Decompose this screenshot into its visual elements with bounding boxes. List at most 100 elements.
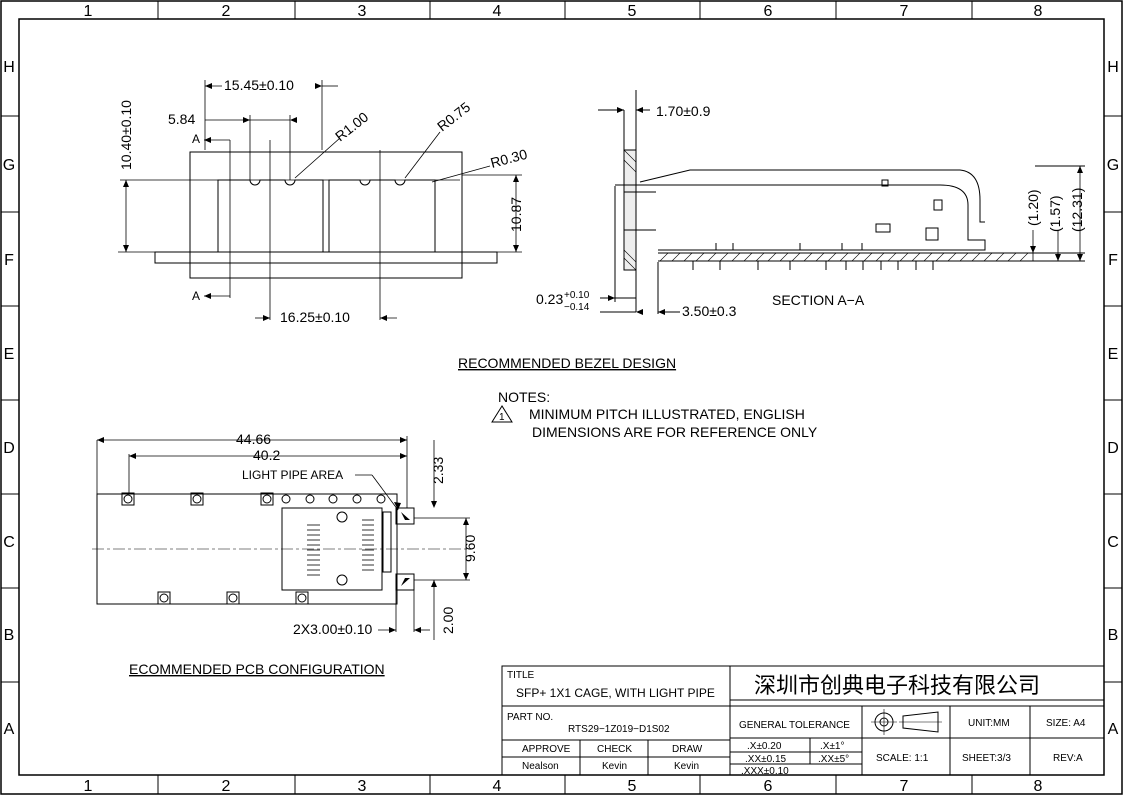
zone-row-h-right: H bbox=[1107, 59, 1119, 76]
section-mark-a-top: A bbox=[192, 132, 200, 146]
dim-16-25: 16.25±0.10 bbox=[280, 309, 350, 325]
projection-cone-icon bbox=[902, 711, 939, 733]
notes: NOTES: 1 MINIMUM PITCH ILLUSTRATED, ENGL… bbox=[491, 389, 818, 440]
zone-col-8-bottom: 8 bbox=[1034, 778, 1043, 795]
zone-col-4-bottom: 4 bbox=[493, 778, 502, 795]
section-pins bbox=[692, 243, 934, 270]
pcb-labels: 44.66 40.2 LIGHT PIPE AREA 2.33 9.60 2X3… bbox=[129, 431, 478, 677]
approver-name: Nealson bbox=[522, 761, 559, 772]
zone-row-c-right: C bbox=[1107, 534, 1119, 551]
zone-labels-left: H G F E D C B A bbox=[3, 59, 15, 738]
zone-labels-top: 1 2 3 4 5 6 7 8 bbox=[84, 3, 1043, 20]
scale-label: SCALE: 1:1 bbox=[876, 753, 929, 764]
section-drawing bbox=[598, 90, 1085, 314]
check-label: CHECK bbox=[597, 744, 632, 755]
dim-2x3: 2X3.00±0.10 bbox=[293, 621, 373, 637]
zone-col-4: 4 bbox=[493, 3, 502, 20]
company-name: 深圳市创典电子科技有限公司 bbox=[754, 674, 1040, 699]
warning-triangle-icon bbox=[491, 405, 513, 423]
light-pipe-area-label: LIGHT PIPE AREA bbox=[242, 468, 343, 482]
notes-heading: NOTES: bbox=[498, 389, 550, 405]
notes-line-1: MINIMUM PITCH ILLUSTRATED, ENGLISH bbox=[529, 406, 805, 422]
draw-label: DRAW bbox=[672, 744, 703, 755]
section-arrowheads bbox=[608, 107, 1083, 315]
zone-row-g-right: G bbox=[1107, 157, 1119, 174]
note-flag-number: 1 bbox=[499, 412, 505, 423]
zone-col-1-bottom: 1 bbox=[84, 778, 93, 795]
zone-col-7: 7 bbox=[900, 3, 909, 20]
zone-col-6-bottom: 6 bbox=[764, 778, 773, 795]
bezel-drawing bbox=[118, 80, 522, 320]
dim-10-40: 10.40±0.10 bbox=[118, 100, 134, 170]
section-title: SECTION A−A bbox=[772, 292, 865, 308]
zone-col-2: 2 bbox=[222, 3, 231, 20]
section-labels: 1.70±0.9 0.23 +0.10 −0.14 3.50±0.3 SECTI… bbox=[536, 103, 1085, 319]
dim-2-00: 2.00 bbox=[440, 607, 456, 634]
drafter-name: Kevin bbox=[674, 761, 699, 772]
zone-col-3: 3 bbox=[358, 3, 367, 20]
tolerance-xxx: .XXX±0.10 bbox=[741, 766, 789, 777]
tolerance-angle-2: .XX±5° bbox=[818, 754, 849, 765]
zone-row-f-right: F bbox=[1108, 252, 1118, 269]
zone-row-b-right: B bbox=[1108, 627, 1119, 644]
title-value: SFP+ 1X1 CAGE, WITH LIGHT PIPE bbox=[516, 686, 715, 700]
dim-1-70: 1.70±0.9 bbox=[656, 103, 711, 119]
light-pipe-pad-top bbox=[395, 507, 415, 525]
pcb-drawing bbox=[92, 436, 470, 640]
dim-r030: R0.30 bbox=[489, 146, 529, 171]
dim-0-23-plus: +0.10 bbox=[564, 290, 590, 301]
tolerance-x: .X±0.20 bbox=[747, 741, 782, 752]
zone-row-f: F bbox=[4, 252, 14, 269]
zone-col-8: 8 bbox=[1034, 3, 1043, 20]
tolerance-xx: .XX±0.15 bbox=[745, 754, 787, 765]
zone-labels-right: H G F E D C B A bbox=[1107, 59, 1119, 738]
zone-row-g: G bbox=[3, 157, 15, 174]
pcb-arrowheads bbox=[97, 437, 469, 633]
general-tolerance-label: GENERAL TOLERANCE bbox=[739, 720, 850, 731]
sheet-label: SHEET:3/3 bbox=[962, 753, 1011, 764]
zone-row-e-right: E bbox=[1108, 346, 1119, 363]
size-label: SIZE: A4 bbox=[1046, 718, 1086, 729]
notes-line-2: DIMENSIONS ARE FOR REFERENCE ONLY bbox=[532, 424, 818, 440]
dim-15-45: 15.45±0.10 bbox=[224, 77, 294, 93]
zone-row-d-right: D bbox=[1107, 440, 1119, 457]
bezel-arrowheads bbox=[123, 83, 519, 321]
zone-col-3-bottom: 3 bbox=[358, 778, 367, 795]
bezel-labels: 15.45±0.10 10.40±0.10 5.84 A A R1.00 R0.… bbox=[118, 77, 676, 371]
zone-row-d: D bbox=[3, 440, 15, 457]
section-pcb-hatch bbox=[659, 252, 1029, 262]
dim-3-50: 3.50±0.3 bbox=[682, 303, 737, 319]
zone-labels-bottom: 1 2 3 4 5 6 7 8 bbox=[84, 778, 1043, 795]
part-label: PART NO. bbox=[507, 712, 553, 723]
zone-row-b: B bbox=[4, 627, 15, 644]
zone-col-5: 5 bbox=[628, 3, 637, 20]
title-block bbox=[501, 665, 1105, 776]
dim-2-33: 2.33 bbox=[430, 457, 446, 484]
dim-44-66: 44.66 bbox=[236, 431, 271, 447]
zone-col-2-bottom: 2 bbox=[222, 778, 231, 795]
pcb-title: ECOMMENDED PCB CONFIGURATION bbox=[129, 661, 385, 677]
zone-col-1: 1 bbox=[84, 3, 93, 20]
dim-1-20: (1.20) bbox=[1025, 189, 1041, 226]
dim-0-23-minus: −0.14 bbox=[564, 302, 590, 313]
bezel-title: RECOMMENDED BEZEL DESIGN bbox=[458, 355, 676, 371]
dim-0-23: 0.23 bbox=[536, 291, 563, 307]
unit-label: UNIT:MM bbox=[968, 718, 1010, 729]
dim-9-60: 9.60 bbox=[462, 535, 478, 562]
zone-row-h: H bbox=[3, 59, 15, 76]
light-pipe-pad-bottom bbox=[395, 573, 415, 591]
zone-row-e: E bbox=[4, 346, 15, 363]
zone-col-7-bottom: 7 bbox=[900, 778, 909, 795]
dim-r075: R0.75 bbox=[434, 99, 473, 135]
section-mark-a-bottom: A bbox=[192, 289, 200, 303]
zone-row-c: C bbox=[3, 534, 15, 551]
rev-label: REV:A bbox=[1053, 753, 1083, 764]
dim-5-84: 5.84 bbox=[168, 111, 195, 127]
pcb-mount-holes bbox=[121, 492, 386, 605]
part-number: RTS29−1Z019−D1S02 bbox=[568, 724, 670, 735]
zone-col-6: 6 bbox=[764, 3, 773, 20]
title-label: TITLE bbox=[507, 670, 535, 681]
